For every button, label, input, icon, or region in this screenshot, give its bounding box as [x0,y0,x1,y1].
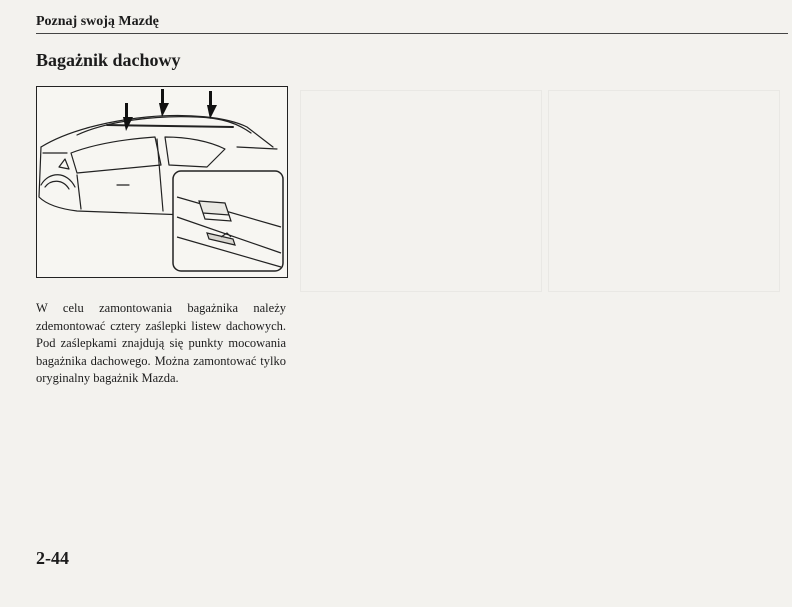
body-paragraph: W celu zamontowania bagażnika należy zde… [36,300,286,388]
page-number: 2-44 [36,548,69,568]
body-text: W celu zamontowania bagażnika należy zde… [36,301,286,385]
header-rule [36,33,788,34]
bleed-box [548,90,780,292]
roof-rack-figure [36,86,288,278]
section-header: Poznaj swoją Mazdę [36,14,159,29]
car-roof-rack-illustration [38,89,284,272]
page-title: Bagażnik dachowy [36,50,181,70]
bleed-box [300,90,542,292]
bleed-through-decoration [300,48,780,408]
